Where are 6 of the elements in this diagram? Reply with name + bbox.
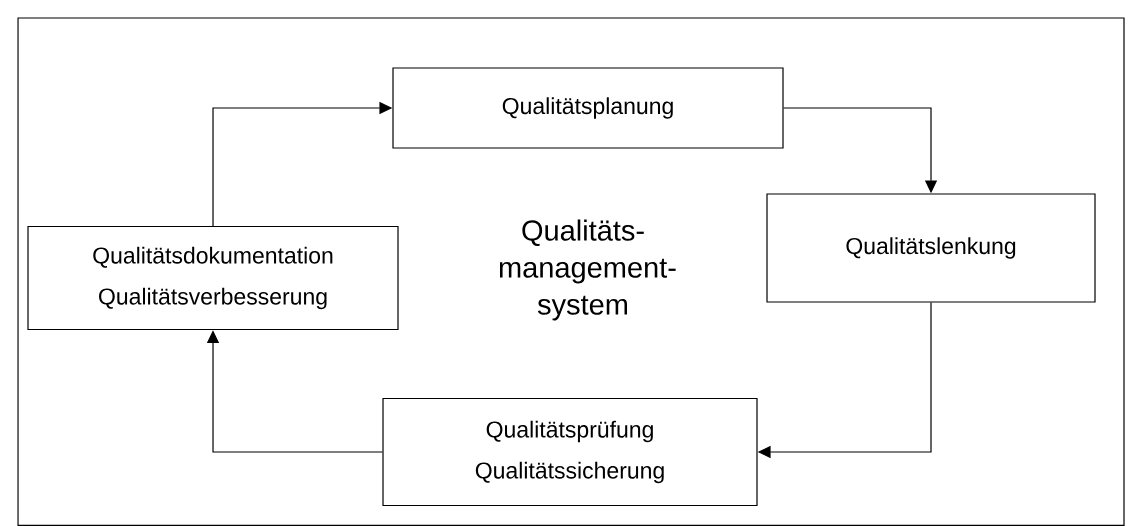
process-box: Qualitätsplanung	[392, 67, 784, 149]
process-box: Qualitätsdokumentation Qualitätsverbesserung	[27, 225, 399, 331]
center-label: Qualitäts- management- system	[499, 219, 676, 321]
arrow	[206, 330, 383, 453]
process-box: Qualitätslenkung	[766, 193, 1096, 303]
process-box: Qualitätsprüfung Qualitätssicherung	[382, 397, 758, 507]
